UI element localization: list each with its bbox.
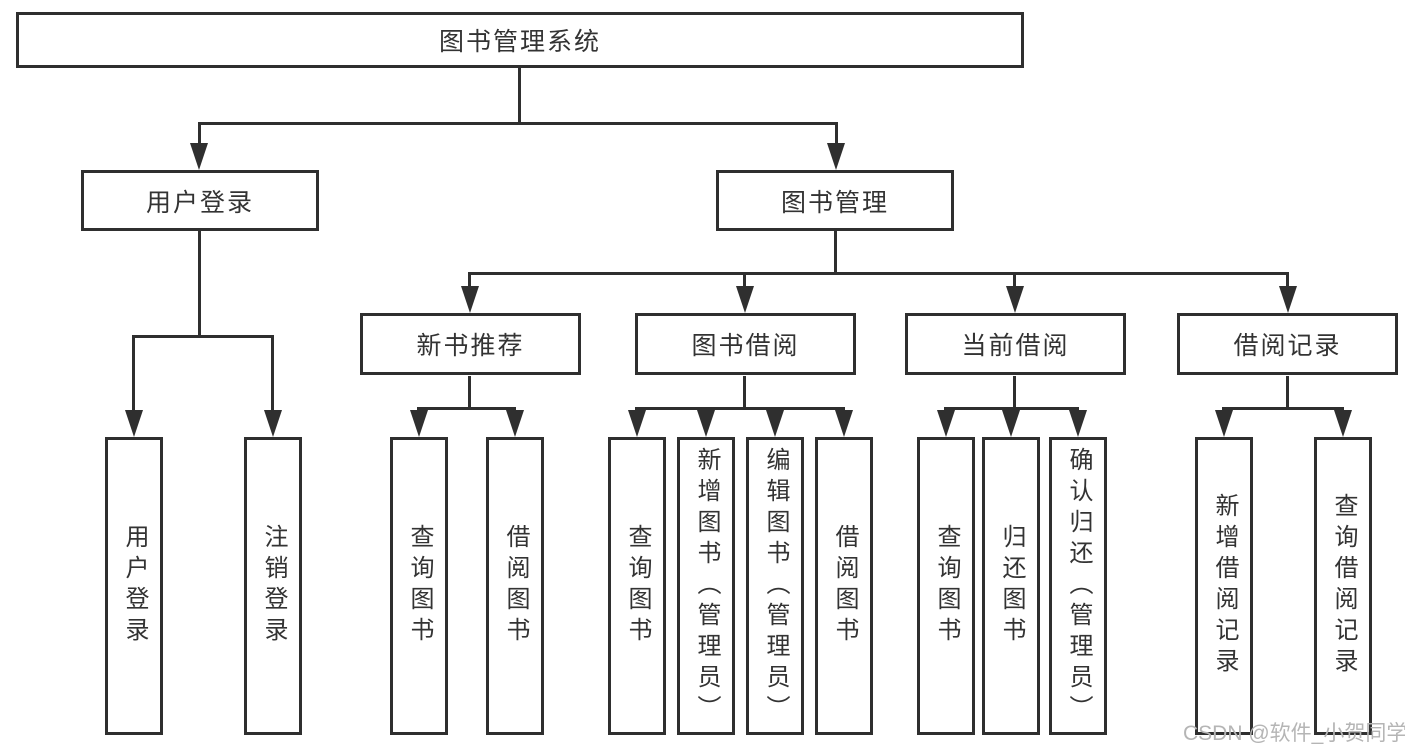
leaf-logout-label: 注销登录 (260, 524, 287, 648)
leaf-confirm-return-admin-label: 确认归还（管理员） (1065, 446, 1092, 726)
node-borrowing-records-label: 借阅记录 (1233, 332, 1342, 360)
node-book-management-label: 图书管理 (780, 188, 889, 217)
connector-line (132, 335, 135, 414)
connector-line (198, 122, 201, 148)
leaf-query-books-borrowing-label: 查询图书 (624, 524, 651, 648)
arrow-down-icon (1334, 410, 1352, 437)
connector-line (635, 407, 845, 410)
leaf-query-books-recommend: 查询图书 (390, 437, 448, 735)
watermark-text: CSDN @软件_小贺同学 (1183, 722, 1405, 745)
arrow-down-icon (264, 410, 282, 437)
arrow-down-icon (766, 410, 784, 437)
leaf-query-books-recommend-label: 查询图书 (406, 524, 433, 648)
leaf-borrow-books-recommend-label: 借阅图书 (502, 524, 529, 648)
arrow-down-icon (835, 410, 853, 437)
node-current-borrowing: 当前借阅 (905, 313, 1126, 375)
node-user-login: 用户登录 (81, 170, 319, 231)
node-book-management: 图书管理 (716, 170, 954, 231)
connector-line (198, 231, 201, 338)
arrow-down-icon (190, 143, 208, 170)
leaf-return-books: 归还图书 (982, 437, 1040, 735)
leaf-edit-books-admin-label: 编辑图书（管理员） (762, 446, 789, 726)
arrow-down-icon (697, 410, 715, 437)
connector-line (518, 68, 521, 125)
connector-line (1286, 376, 1289, 410)
connector-line (468, 272, 471, 290)
leaf-logout: 注销登录 (244, 437, 302, 735)
leaf-confirm-return-admin: 确认归还（管理员） (1049, 437, 1107, 735)
arrow-down-icon (461, 286, 479, 313)
connector-line (1013, 376, 1016, 410)
node-root: 图书管理系统 (16, 12, 1024, 68)
leaf-query-books-current-label: 查询图书 (933, 524, 960, 648)
leaf-query-borrow-record-label: 查询借阅记录 (1330, 493, 1357, 679)
node-new-book-recommendation-label: 新书推荐 (416, 332, 525, 360)
node-new-book-recommendation: 新书推荐 (360, 313, 581, 375)
connector-line (1286, 272, 1289, 290)
arrow-down-icon (628, 410, 646, 437)
node-current-borrowing-label: 当前借阅 (961, 332, 1070, 360)
arrow-down-icon (1006, 286, 1024, 313)
node-root-label: 图书管理系统 (438, 28, 601, 56)
leaf-add-borrow-record-label: 新增借阅记录 (1211, 493, 1238, 679)
arrow-down-icon (1069, 410, 1087, 437)
connector-line (835, 122, 838, 148)
arrow-down-icon (125, 410, 143, 437)
leaf-borrow-books-label: 借阅图书 (831, 524, 858, 648)
leaf-query-books-current: 查询图书 (917, 437, 975, 735)
node-user-login-label: 用户登录 (145, 188, 254, 217)
leaf-query-borrow-record: 查询借阅记录 (1314, 437, 1372, 735)
arrow-down-icon (1002, 410, 1020, 437)
arrow-down-icon (410, 410, 428, 437)
leaf-user-login-label: 用户登录 (121, 524, 148, 648)
arrow-down-icon (506, 410, 524, 437)
arrow-down-icon (937, 410, 955, 437)
connector-line (743, 376, 746, 410)
leaf-edit-books-admin: 编辑图书（管理员） (746, 437, 804, 735)
leaf-user-login: 用户登录 (105, 437, 163, 735)
node-book-borrowing-label: 图书借阅 (691, 332, 800, 360)
connector-line (468, 272, 1289, 275)
connector-line (743, 272, 746, 290)
arrow-down-icon (736, 286, 754, 313)
leaf-add-borrow-record: 新增借阅记录 (1195, 437, 1253, 735)
arrow-down-icon (827, 143, 845, 170)
leaf-query-books-borrowing: 查询图书 (608, 437, 666, 735)
connector-line (271, 335, 274, 414)
arrow-down-icon (1279, 286, 1297, 313)
connector-line (132, 335, 274, 338)
connector-line (1222, 407, 1344, 410)
node-borrowing-records: 借阅记录 (1177, 313, 1398, 375)
connector-line (468, 376, 471, 410)
leaf-add-books-admin: 新增图书（管理员） (677, 437, 735, 735)
connector-line (417, 407, 516, 410)
connector-line (834, 231, 837, 275)
leaf-add-books-admin-label: 新增图书（管理员） (693, 446, 720, 726)
leaf-borrow-books-recommend: 借阅图书 (486, 437, 544, 735)
node-book-borrowing: 图书借阅 (635, 313, 856, 375)
connector-line (1013, 272, 1016, 290)
arrow-down-icon (1215, 410, 1233, 437)
leaf-borrow-books: 借阅图书 (815, 437, 873, 735)
connector-line (198, 122, 838, 125)
leaf-return-books-label: 归还图书 (998, 524, 1025, 648)
